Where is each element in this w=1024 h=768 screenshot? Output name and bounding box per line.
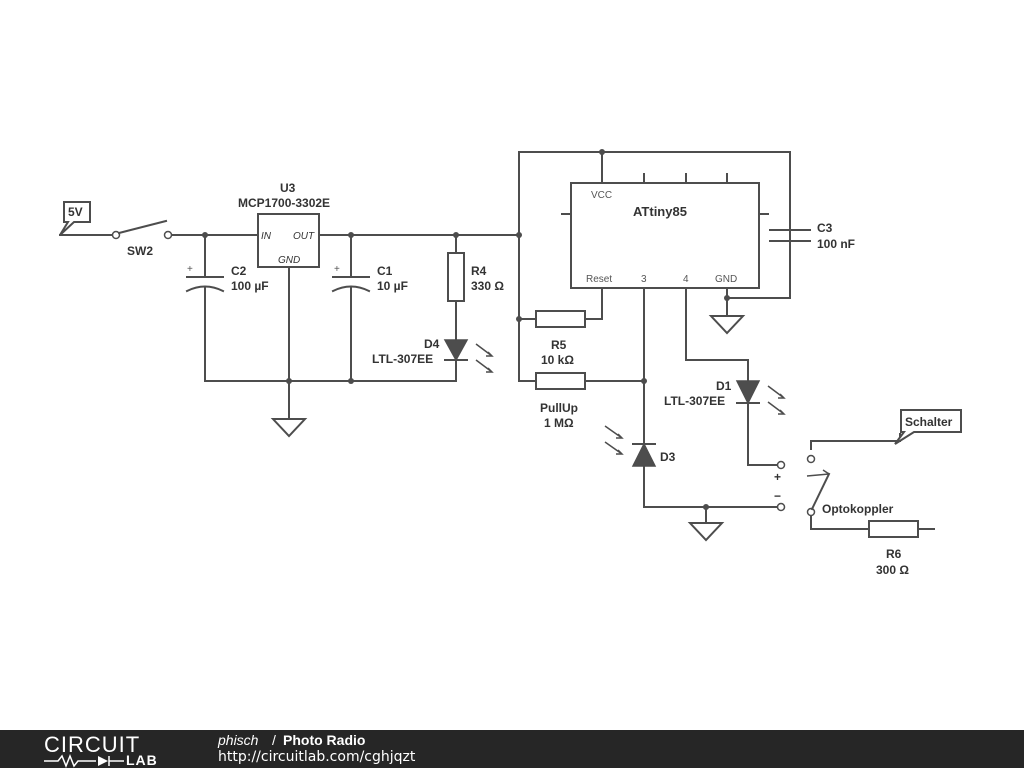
capacitor-c1: + C1 10 µF (331, 264, 408, 293)
logo-wordmark-top: CIRCUIT (44, 732, 141, 757)
ground-symbol (687, 522, 725, 542)
d4-name: D4 (424, 337, 440, 351)
mcu-pin-3: 3 (641, 274, 647, 285)
schematic-canvas: 5V SW2 U3 MCP1700-3302E IN OUT GND + C2 … (59, 149, 962, 577)
opto-plus: + (774, 470, 781, 484)
ground-symbol (270, 418, 308, 438)
switch-sw2: SW2 (111, 219, 173, 258)
resistor-r4: R4 330 Ω (447, 252, 504, 302)
source-5v: 5V (59, 201, 91, 236)
d4-part: LTL-307EE (372, 352, 433, 366)
u3-pin-gnd: GND (278, 255, 300, 266)
junctions (202, 149, 730, 510)
optocoupler: + − Optokoppler (774, 454, 894, 517)
c2-plus: + (187, 264, 193, 275)
mcu-pin-vcc: VCC (591, 190, 612, 201)
mcu-pin-reset: Reset (586, 274, 612, 285)
schalter-label: Schalter (905, 415, 953, 429)
circuit-url[interactable]: http://circuitlab.com/cghjqzt (218, 749, 416, 765)
u3-pin-out: OUT (293, 231, 315, 242)
c3-name: C3 (817, 221, 833, 235)
r5-name: R5 (551, 338, 567, 352)
pullup-value: 1 MΩ (544, 416, 574, 430)
c1-plus: + (334, 264, 340, 275)
mcu-pin-4: 4 (683, 274, 689, 285)
r6-name: R6 (886, 547, 902, 561)
footer-bar: CIRCUIT LAB phisch / Photo Radio http://… (0, 730, 1024, 768)
c3-value: 100 nF (817, 237, 855, 251)
opto-name: Optokoppler (822, 502, 894, 516)
d3-name: D3 (660, 450, 676, 464)
schalter-tag: Schalter (894, 409, 962, 445)
r4-name: R4 (471, 264, 487, 278)
opto-minus: − (774, 489, 781, 503)
r4-value: 330 Ω (471, 279, 504, 293)
title-separator: / (272, 732, 276, 748)
pullup-name: PullUp (540, 401, 578, 415)
c2-name: C2 (231, 264, 247, 278)
photodiode-d3: D3 (604, 425, 676, 467)
resistor-pullup: PullUp 1 MΩ (535, 372, 586, 430)
sw2-label: SW2 (127, 244, 153, 258)
resistor-r5: R5 10 kΩ (535, 310, 586, 367)
capacitor-c2: + C2 100 µF (185, 264, 269, 293)
circuitlab-logo[interactable]: CIRCUIT LAB (40, 732, 180, 768)
u3-part: MCP1700-3302E (238, 196, 330, 210)
d1-part: LTL-307EE (664, 394, 725, 408)
resistor-r6: R6 300 Ω (868, 520, 919, 577)
led-d1: D1 LTL-307EE (664, 379, 786, 415)
u3-name: U3 (280, 181, 296, 195)
mcu-name: ATtiny85 (633, 204, 687, 219)
logo-wordmark-bottom: LAB (126, 752, 158, 768)
c2-value: 100 µF (231, 279, 269, 293)
d1-name: D1 (716, 379, 732, 393)
capacitor-c3: C3 100 nF (769, 221, 855, 251)
source-5v-label: 5V (68, 205, 83, 219)
r6-value: 300 Ω (876, 563, 909, 577)
logo-waveform-icon (44, 754, 124, 768)
wires (59, 151, 935, 530)
author-name[interactable]: phisch (218, 732, 259, 748)
mcu-attiny85: VCC ATtiny85 Reset 3 4 GND (561, 173, 769, 289)
circuit-title[interactable]: Photo Radio (283, 732, 366, 748)
regulator-u3: U3 MCP1700-3302E IN OUT GND (238, 181, 330, 268)
ground-symbol (708, 315, 746, 335)
c1-name: C1 (377, 264, 393, 278)
mcu-pin-gnd: GND (715, 274, 737, 285)
c1-value: 10 µF (377, 279, 408, 293)
u3-pin-in: IN (261, 231, 272, 242)
r5-value: 10 kΩ (541, 353, 574, 367)
led-d4: D4 LTL-307EE (372, 337, 494, 373)
